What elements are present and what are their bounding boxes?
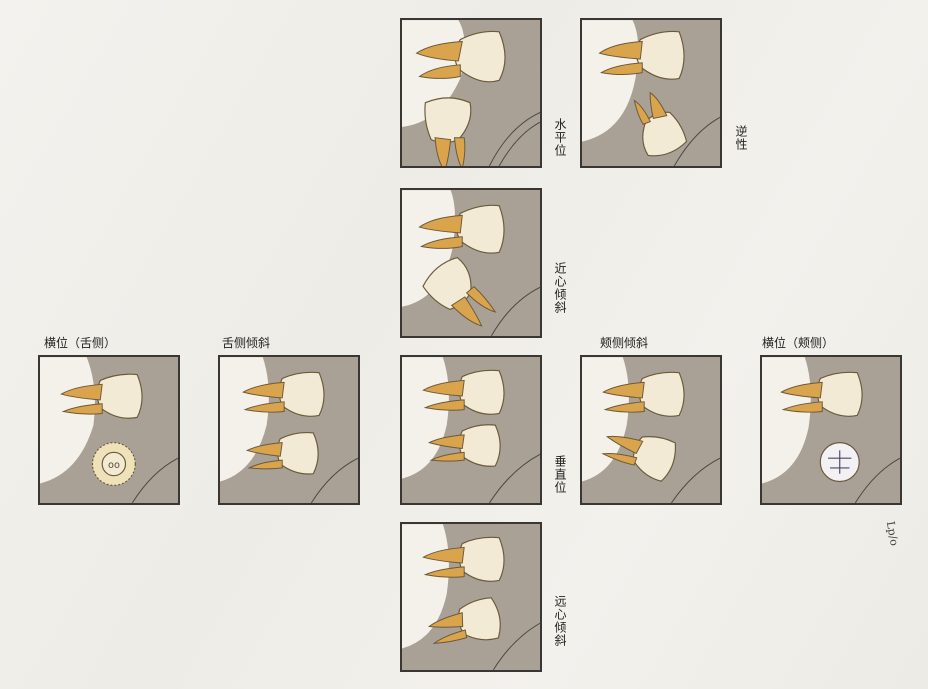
panel-distoangular xyxy=(400,522,542,672)
label-buccal-tilt: 颊侧倾斜 xyxy=(600,334,648,351)
label-inverted: 逆性 xyxy=(733,125,750,151)
panel-buccal-inversion xyxy=(760,355,902,505)
panel-lingual-inversion: oo xyxy=(38,355,180,505)
label-vertical: 垂直位 xyxy=(552,455,569,494)
label-mesioangular: 近心倾斜 xyxy=(552,262,569,314)
label-lingual-tilt: 舌侧倾斜 xyxy=(222,334,270,351)
panel-buccal-tilt xyxy=(580,355,722,505)
panel-mesioangular xyxy=(400,188,542,338)
label-horizontal: 水平位 xyxy=(552,118,569,157)
panel-vertical xyxy=(400,355,542,505)
panel-horizontal xyxy=(400,18,542,168)
panel-inverted xyxy=(580,18,722,168)
label-buccal-inversion: 横位（颊侧） xyxy=(762,334,834,351)
label-distoangular: 远心倾斜 xyxy=(552,595,569,647)
svg-text:oo: oo xyxy=(108,460,120,471)
label-lingual-inversion: 横位（舌侧） xyxy=(44,334,116,351)
handwritten-mark: Lp/o xyxy=(884,520,901,547)
panel-lingual-tilt xyxy=(218,355,360,505)
